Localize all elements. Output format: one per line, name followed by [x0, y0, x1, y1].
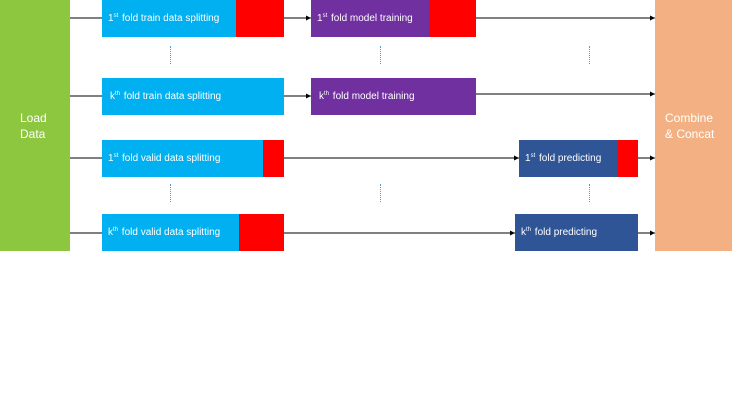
predicting-last-box: kth fold predicting — [515, 214, 638, 251]
model-training-last-label: kth fold model training — [319, 90, 415, 102]
load-data-label: Load Data — [20, 110, 47, 141]
vertical-ellipsis-valid-split — [170, 184, 173, 202]
model-training-first-label: 1st fold model training — [317, 12, 413, 24]
model-training-last-box: kth fold model training — [311, 78, 476, 115]
model-training-first-box: 1st fold model training — [311, 0, 476, 37]
valid-split-last-box: kth fold valid data splitting — [102, 214, 284, 251]
valid-split-first-label: 1st fold valid data splitting — [108, 152, 221, 164]
valid-split-last-label: kth fold valid data splitting — [108, 226, 221, 238]
valid-split-first-box: 1st fold valid data splitting — [102, 140, 284, 177]
predicting-first-label: 1st fold predicting — [525, 152, 602, 164]
train-split-first-box: 1st fold train data splitting — [102, 0, 284, 37]
load-data-block: Load Data — [0, 0, 70, 251]
train-split-last-label: kth fold train data splitting — [110, 90, 222, 102]
vertical-ellipsis-model-training — [380, 46, 383, 64]
valid-split-last-red-segment — [239, 214, 284, 251]
predicting-last-label: kth fold predicting — [521, 226, 598, 238]
train-split-first-label: 1st fold train data splitting — [108, 12, 220, 24]
model-training-first-red-segment — [429, 0, 476, 37]
predicting-first-red-segment — [618, 140, 638, 177]
valid-split-first-red-segment — [263, 140, 284, 177]
predicting-first-box: 1st fold predicting — [519, 140, 638, 177]
vertical-ellipsis-train-split — [170, 46, 173, 64]
vertical-ellipsis-model-output — [589, 46, 592, 64]
vertical-ellipsis-valid-path — [380, 184, 383, 202]
combine-concat-block: Combine & Concat — [655, 0, 732, 251]
train-split-first-red-segment — [236, 0, 284, 37]
train-split-last-box: kth fold train data splitting — [102, 78, 284, 115]
vertical-ellipsis-predicting — [589, 184, 592, 202]
combine-concat-label: Combine & Concat — [665, 110, 715, 141]
